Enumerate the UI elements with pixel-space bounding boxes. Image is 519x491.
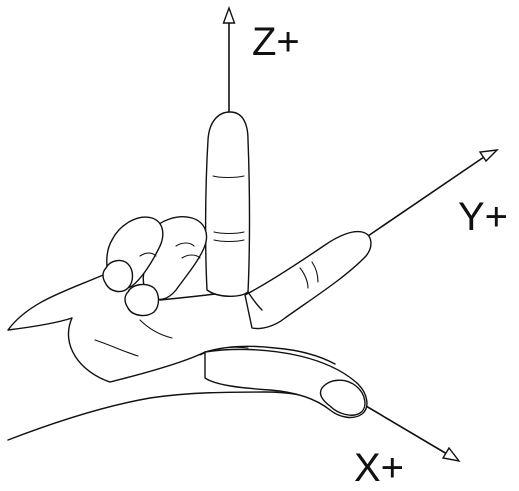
x-axis-arrowhead	[441, 446, 461, 463]
index-finger	[244, 230, 372, 330]
finger-base	[159, 291, 263, 311]
z-axis-label: Z+	[252, 20, 300, 64]
hand-illustration	[7, 111, 372, 441]
z-axis-arrowhead	[222, 5, 236, 24]
folded-fingertip-2	[102, 259, 134, 293]
middle-finger-creases	[212, 175, 245, 243]
folded-finger-creases	[139, 242, 201, 259]
x-axis-label: X+	[354, 446, 405, 490]
x-axis	[365, 405, 461, 463]
y-axis-arrowhead	[478, 149, 499, 163]
folded-fingertip-1	[124, 283, 160, 317]
z-axis	[222, 5, 236, 112]
middle-finger	[204, 111, 251, 297]
index-finger-creases	[299, 261, 319, 289]
y-axis	[367, 149, 499, 237]
palm-lower	[109, 345, 336, 383]
hand-outline	[7, 271, 326, 441]
y-axis-label: Y+	[458, 195, 509, 239]
thumb-nail	[319, 379, 366, 416]
